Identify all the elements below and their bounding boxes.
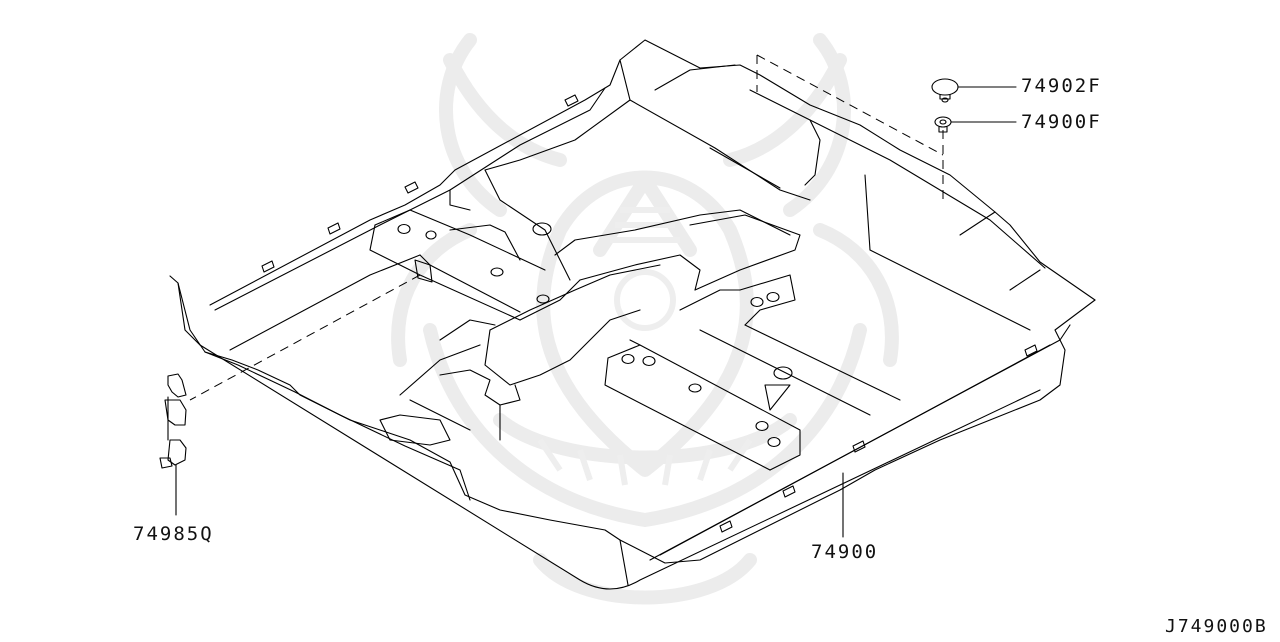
- hook-bracket-part: [159, 373, 187, 516]
- part-label-74902F[interactable]: 74902F: [1021, 75, 1102, 97]
- part-label-74900F[interactable]: 74900F: [1021, 111, 1102, 133]
- floor-carpet-drawing: [169, 39, 1096, 590]
- diagram-reference-code: J749000B: [1165, 616, 1268, 637]
- watermark-emblem: [391, 33, 899, 605]
- cap-clip-part: [931, 78, 1017, 103]
- part-label-74900[interactable]: 74900: [811, 541, 879, 563]
- push-clip-part: [934, 116, 1017, 133]
- part-label-74985Q[interactable]: 74985Q: [133, 523, 214, 545]
